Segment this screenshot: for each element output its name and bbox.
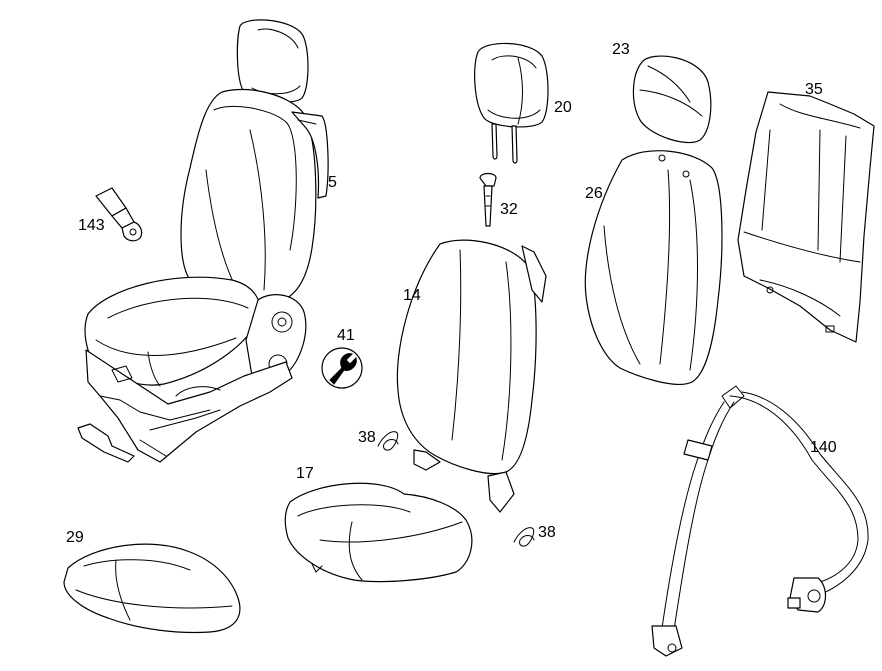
seat-cushion-cover[interactable]	[63, 543, 241, 634]
callout-140: 140	[810, 439, 837, 456]
seat-cushion[interactable]	[284, 482, 473, 583]
clip-lower[interactable]	[513, 527, 535, 547]
callout-17: 17	[296, 465, 314, 482]
callout-38-lower: 38	[538, 524, 556, 541]
backrest-cushion[interactable]	[396, 239, 547, 513]
callout-23: 23	[612, 41, 630, 58]
callout-32: 32	[500, 201, 518, 218]
callout-26: 26	[585, 185, 603, 202]
callout-143: 143	[78, 217, 105, 234]
headrest-guide[interactable]	[479, 172, 497, 227]
callout-14: 14	[403, 287, 421, 304]
tool-wrench[interactable]	[321, 347, 363, 389]
callout-35: 35	[805, 81, 823, 98]
callout-labels: 5 143 20 32 23 35 26 14 41 38 38 17 29 1…	[66, 41, 837, 546]
headrest[interactable]	[474, 42, 549, 164]
backrest-cover[interactable]	[584, 150, 723, 385]
complete-seat[interactable]	[77, 19, 329, 463]
clip-upper[interactable]	[377, 431, 399, 451]
backrest-rear-panel[interactable]	[737, 91, 875, 343]
callout-29: 29	[66, 529, 84, 546]
callout-38-upper: 38	[358, 429, 376, 446]
callout-20: 20	[554, 99, 572, 116]
headrest-cover[interactable]	[632, 55, 712, 144]
callout-41: 41	[337, 327, 355, 344]
callout-5: 5	[328, 174, 337, 191]
seat-belt[interactable]	[651, 385, 869, 657]
seat-belt-buckle[interactable]	[95, 187, 143, 242]
